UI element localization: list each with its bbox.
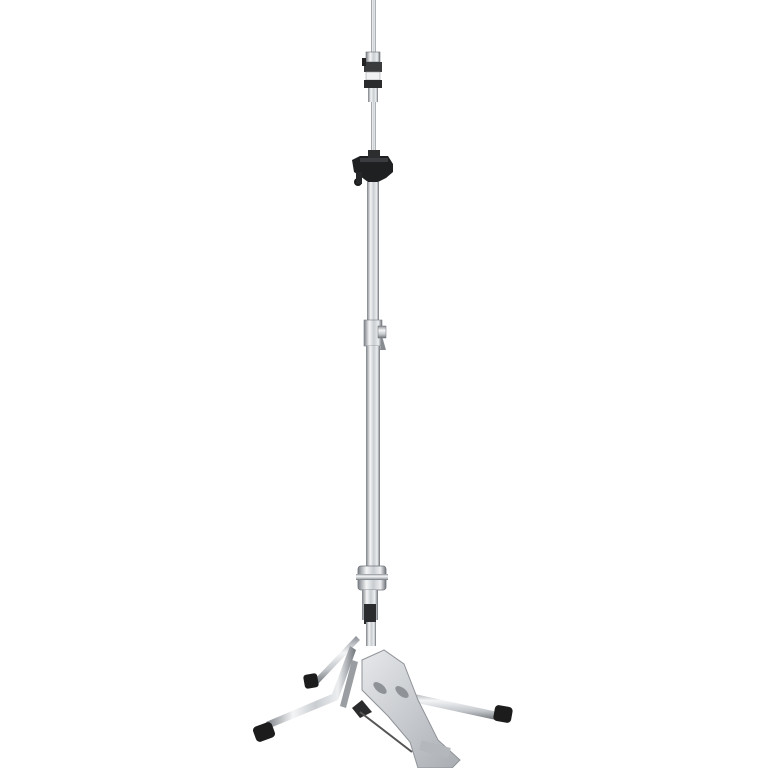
cymbal-seat — [352, 150, 393, 186]
footboard — [352, 649, 461, 768]
rubber-feet — [252, 673, 513, 742]
height-clamp — [363, 319, 387, 350]
clutch — [362, 51, 382, 102]
base-housing — [356, 565, 388, 646]
lower-tube — [366, 346, 380, 568]
tripod-legs — [266, 636, 498, 728]
upper-tube — [367, 182, 379, 322]
